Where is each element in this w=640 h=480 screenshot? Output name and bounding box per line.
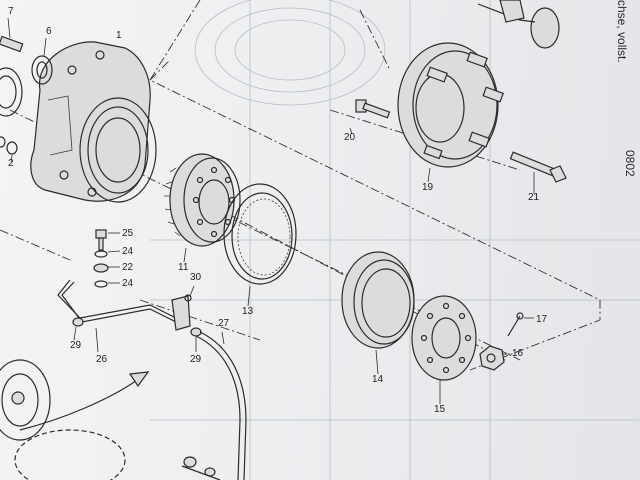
part-30-bracket — [171, 285, 195, 331]
lower-bolts — [181, 456, 221, 480]
part-29-fittings — [72, 317, 202, 352]
lower-left-assembly — [0, 359, 126, 480]
part-label-p13: 13 — [242, 306, 254, 317]
background-texture — [150, 0, 640, 480]
part-16-nut — [479, 345, 510, 371]
part-label-p7: 7 — [8, 6, 14, 17]
part-7-bolt — [0, 17, 24, 53]
part-20-bolt — [349, 99, 391, 135]
margin-text-code: 0802 — [623, 150, 637, 177]
part-27-brake-hose — [195, 331, 247, 480]
part-label-p17: 17 — [536, 314, 548, 325]
part-label-p1: 1 — [116, 30, 122, 41]
part-label-p22: 22 — [122, 262, 134, 273]
part-13-bearing-ring — [223, 183, 297, 307]
part-label-p29b: 29 — [190, 354, 202, 365]
part-label-p14: 14 — [372, 374, 384, 385]
part-label-p25: 25 — [122, 228, 134, 239]
part-label-p6: 6 — [46, 26, 52, 37]
part-11-gear — [164, 153, 241, 263]
part-21-long-bolt — [509, 151, 567, 194]
part-label-p20: 20 — [344, 132, 356, 143]
part-label-p21: 21 — [528, 192, 540, 203]
part-label-p24a: 24 — [122, 246, 134, 257]
part-label-p27: 27 — [218, 318, 230, 329]
part-label-p24b: 24 — [122, 278, 134, 289]
direction-arrow — [19, 371, 150, 431]
part-label-p2: 2 — [8, 158, 14, 169]
part-2-washer — [0, 136, 18, 163]
margin-text-description: chse, vollst. — [615, 0, 629, 63]
reference-axle-icon — [477, 0, 560, 49]
left-ring — [0, 67, 23, 117]
part-label-p15: 15 — [434, 404, 446, 415]
part-14-oil-seal — [341, 251, 415, 375]
right-margin-text: chse, vollst. 0802 — [615, 0, 637, 177]
part-19-wheel-hub — [397, 42, 504, 183]
part-label-p30: 30 — [190, 272, 202, 283]
part-label-p11: 11 — [178, 262, 189, 273]
part-6-seal — [31, 37, 53, 85]
part-15-flange-ring — [411, 295, 477, 404]
part-label-p19: 19 — [422, 182, 434, 193]
part-label-p29a: 29 — [70, 340, 82, 351]
part-17-cotter-pin — [507, 312, 534, 337]
part-1-housing — [30, 41, 157, 203]
part-label-p26: 26 — [96, 354, 108, 365]
part-label-p16: 16 — [512, 348, 524, 359]
parts-22-24-25-bolt-stack — [93, 229, 121, 288]
